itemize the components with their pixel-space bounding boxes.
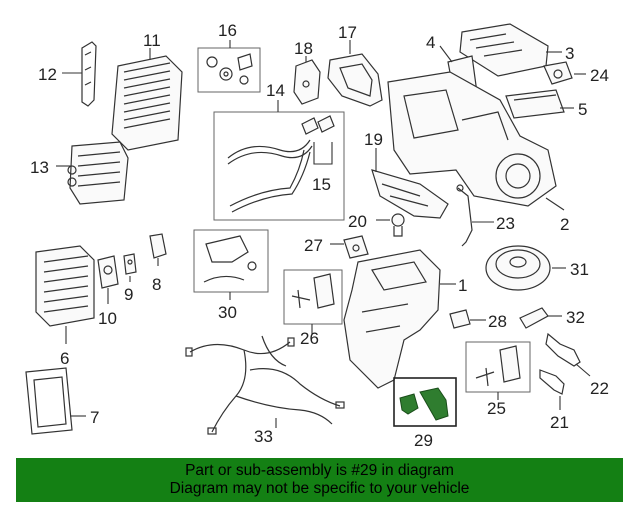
part-20[interactable] (391, 213, 405, 237)
callout-17: 17 (338, 23, 357, 42)
callout-28: 28 (488, 312, 507, 331)
part-1[interactable] (343, 249, 441, 389)
part-13[interactable] (67, 141, 129, 205)
callout-12: 12 (38, 65, 57, 84)
callout-18: 18 (294, 39, 313, 58)
callout-32: 32 (566, 308, 585, 327)
parts-diagram: 12 11 13 16 18 17 (25, 21, 609, 450)
callout-11: 11 (143, 31, 161, 50)
callout-24: 24 (590, 66, 609, 85)
callout-10: 10 (98, 309, 117, 328)
callout-25: 25 (487, 399, 506, 418)
part-21[interactable] (539, 369, 565, 395)
callout-5: 5 (578, 100, 587, 119)
callout-9: 9 (124, 285, 133, 304)
callout-21: 21 (550, 413, 569, 432)
part-5[interactable] (505, 89, 565, 119)
callout-15: 15 (312, 175, 331, 194)
part-6[interactable] (35, 245, 95, 327)
callout-26: 26 (300, 329, 319, 348)
callout-6: 6 (60, 349, 69, 368)
callout-13: 13 (30, 158, 49, 177)
part-25[interactable] (465, 341, 531, 393)
part-19[interactable] (371, 169, 449, 219)
part-7[interactable] (25, 367, 73, 435)
part-27[interactable] (343, 235, 369, 259)
part-10[interactable] (97, 255, 119, 289)
callout-22: 22 (590, 379, 609, 398)
callout-20: 20 (348, 212, 367, 231)
part-8[interactable] (149, 233, 167, 259)
part-14[interactable] (213, 111, 345, 221)
banner-line-2: Diagram may not be specific to your vehi… (169, 480, 470, 497)
callout-2: 2 (560, 215, 569, 234)
callout-1: 1 (458, 276, 467, 295)
callout-19: 19 (364, 130, 383, 149)
part-16[interactable] (197, 47, 261, 93)
part-31[interactable] (485, 245, 551, 291)
part-15[interactable] (301, 115, 335, 165)
part-22[interactable] (545, 332, 581, 367)
part-28[interactable] (449, 309, 471, 329)
part-23[interactable] (456, 184, 473, 247)
callout-30: 30 (218, 303, 237, 322)
callout-33: 33 (254, 427, 273, 446)
part-29[interactable] (393, 377, 457, 427)
part-30[interactable] (193, 229, 269, 293)
part-2[interactable] (387, 71, 557, 207)
part-24[interactable] (543, 61, 573, 85)
callout-4: 4 (426, 33, 435, 52)
callout-23: 23 (496, 214, 515, 233)
part-3[interactable] (459, 23, 549, 77)
part-17[interactable] (327, 53, 383, 107)
callout-29: 29 (414, 431, 433, 450)
callout-8: 8 (152, 275, 161, 294)
part-32[interactable] (519, 307, 549, 329)
callout-14: 14 (266, 81, 285, 100)
part-33[interactable] (185, 335, 345, 435)
part-26[interactable] (283, 269, 343, 325)
callout-31: 31 (570, 260, 589, 279)
part-12[interactable] (81, 41, 97, 107)
part-9[interactable] (123, 253, 137, 275)
callout-7: 7 (90, 408, 99, 427)
callout-27: 27 (304, 236, 323, 255)
callout-3: 3 (565, 44, 574, 63)
part-11[interactable] (111, 55, 183, 151)
banner-line-1: Part or sub-assembly is #29 in diagram (185, 462, 454, 479)
part-18[interactable] (293, 59, 321, 105)
callout-16: 16 (218, 21, 237, 40)
info-banner: Part or sub-assembly is #29 in diagram D… (16, 458, 623, 502)
